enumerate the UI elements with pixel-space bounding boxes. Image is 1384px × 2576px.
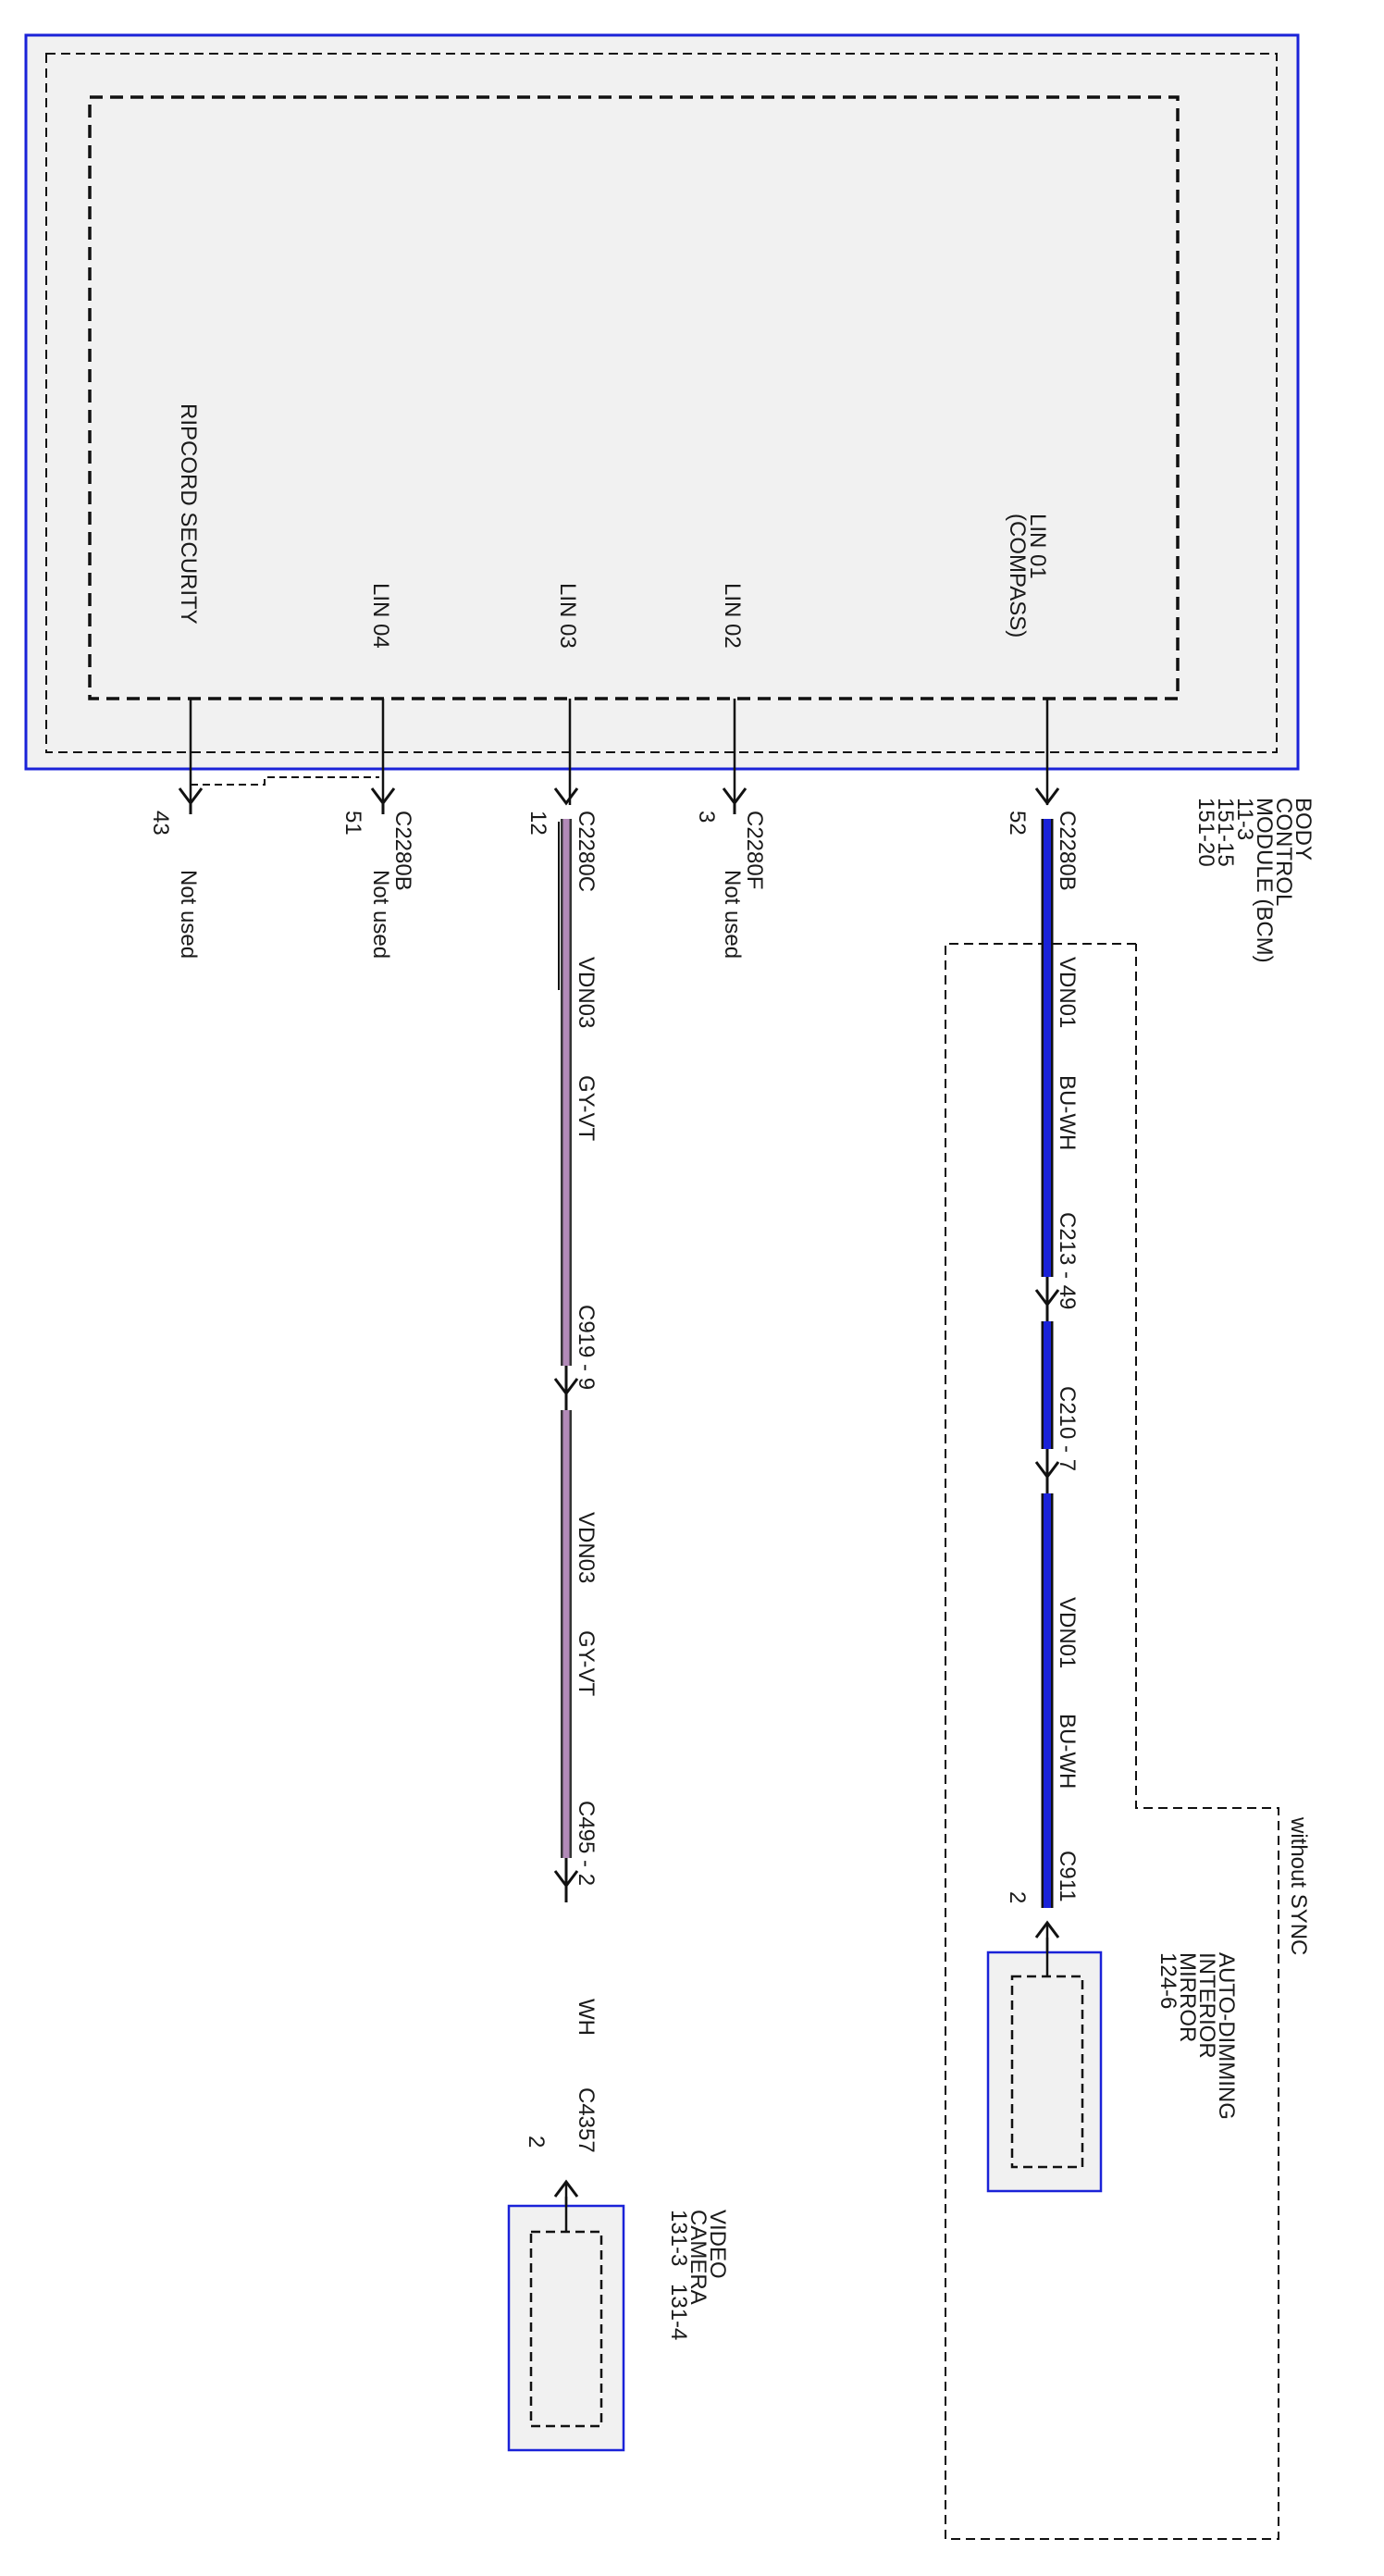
connector-lin02-id: C2280F [742, 811, 767, 889]
pin-label-lin01-compass: (COMPASS) [1005, 514, 1030, 638]
bcm-page-2: 151-15 [1213, 798, 1238, 867]
bcm-shield-link [191, 776, 379, 786]
bcm-name-line1: BODY [1291, 798, 1316, 861]
connector-lin04-note: Not used [368, 870, 393, 959]
camera-component: VIDEO CAMERA 131-3 131-4 [507, 2197, 730, 2452]
connector-ripcord-pin: 43 [148, 811, 173, 836]
camera-page-2: 131-4 [666, 2284, 691, 2340]
connector-lin01-id: C2280B [1055, 811, 1080, 891]
mirror-name-line3: MIRROR [1175, 1952, 1200, 2042]
vdn03-inline2: C495 - 2 [574, 1801, 599, 1886]
connector-lin03-pin: 12 [525, 811, 550, 836]
connector-lin02-pin: 3 [694, 811, 719, 823]
wire-vdn03 [558, 819, 572, 2237]
vdn03-end-connector: C4357 [574, 2087, 599, 2153]
camera-page-1: 131-3 [666, 2210, 691, 2266]
bcm-connector-symbols [178, 787, 1060, 814]
bcm-title: BODY CONTROL MODULE (BCM) 11-3 151-15 15… [1193, 798, 1316, 963]
mirror-name-line1: AUTO-DIMMING [1214, 1952, 1239, 2120]
bcm-module [24, 33, 1300, 771]
connector-labels: C2280B 52 C2280F 3 Not used C2280C 12 C2… [148, 811, 1080, 959]
pin-label-lin04: LIN 04 [368, 583, 393, 649]
bcm-outer-dashed [45, 53, 1278, 753]
circuit-vdn03-labels: VDN03 GY-VT C919 - 9 VDN03 GY-VT C495 - … [524, 957, 599, 2153]
bcm-name-line2: CONTROL [1271, 798, 1296, 906]
vdn03-color-1: GY-VT [574, 1075, 599, 1141]
vdn01-inline1: C213 - 49 [1055, 1212, 1080, 1309]
connector-lin04-id: C2280B [390, 811, 415, 891]
mirror-outline [986, 1951, 1103, 2193]
bcm-name-line3: MODULE (BCM) [1252, 798, 1277, 963]
vdn01-color-2: BU-WH [1055, 1714, 1080, 1789]
mirror-component: AUTO-DIMMING INTERIOR MIRROR 124-6 [986, 1938, 1239, 2193]
inline-connector-symbols [553, 1277, 1060, 1902]
bcm-pin-labels: RIPCORD SECURITY LIN 04 LIN 03 LIN 02 LI… [176, 403, 1050, 649]
connector-lin03-id: C2280C [574, 811, 599, 892]
mirror-name-line2: INTERIOR [1194, 1952, 1219, 2059]
vdn01-inline2: C210 - 7 [1055, 1386, 1080, 1471]
vdn01-color-1: BU-WH [1055, 1075, 1080, 1150]
bcm-page-1: 11-3 [1232, 798, 1257, 840]
vdn03-name-1: VDN03 [574, 957, 599, 1028]
camera-name-line2: CAMERA [686, 2210, 711, 2305]
connector-lin01-icon [1034, 787, 1060, 806]
vdn01-end-connector: C911 [1055, 1851, 1080, 1902]
vdn03-color-2: GY-VT [574, 1630, 599, 1696]
connector-lin03-icon [553, 787, 579, 806]
bcm-outline [24, 33, 1300, 771]
vdn01-name-2: VDN01 [1055, 1597, 1080, 1668]
vdn01-end-pin: 2 [1005, 1891, 1030, 1903]
vdn03-after-color: WH [574, 1999, 599, 2036]
bcm-page-3: 151-20 [1193, 798, 1218, 867]
camera-outline [507, 2204, 625, 2452]
option-box-without-sync [945, 943, 1279, 2540]
mirror-page: 124-6 [1155, 1952, 1180, 2009]
pin-label-ripcord: RIPCORD SECURITY [176, 403, 201, 625]
option-label-without-sync: without SYNC [1286, 1816, 1311, 1955]
connector-c4357-icon [553, 2179, 579, 2198]
vdn01-name-1: VDN01 [1055, 957, 1080, 1028]
connector-lin02-note: Not used [720, 870, 745, 959]
camera-name-line1: VIDEO [705, 2210, 730, 2279]
pin-label-lin03: LIN 03 [555, 583, 580, 649]
connector-lin04-pin: 51 [340, 811, 365, 836]
vdn03-end-pin: 2 [524, 2136, 549, 2148]
vdn03-name-2: VDN03 [574, 1512, 599, 1583]
bcm-inner-dashed [88, 95, 1180, 700]
device-connector-symbols [553, 1920, 1060, 2198]
pin-stubs [189, 699, 1049, 805]
pin-label-lin02: LIN 02 [720, 583, 745, 649]
circuit-vdn01-labels: VDN01 BU-WH C213 - 49 C210 - 7 VDN01 BU-… [1005, 957, 1080, 1903]
connector-lin01-pin: 52 [1005, 811, 1030, 836]
pin-label-lin01: LIN 01 [1025, 514, 1050, 579]
connector-c911-icon [1034, 1920, 1060, 1938]
vdn03-inline1: C919 - 9 [574, 1305, 599, 1390]
connector-ripcord-note: Not used [176, 870, 201, 959]
